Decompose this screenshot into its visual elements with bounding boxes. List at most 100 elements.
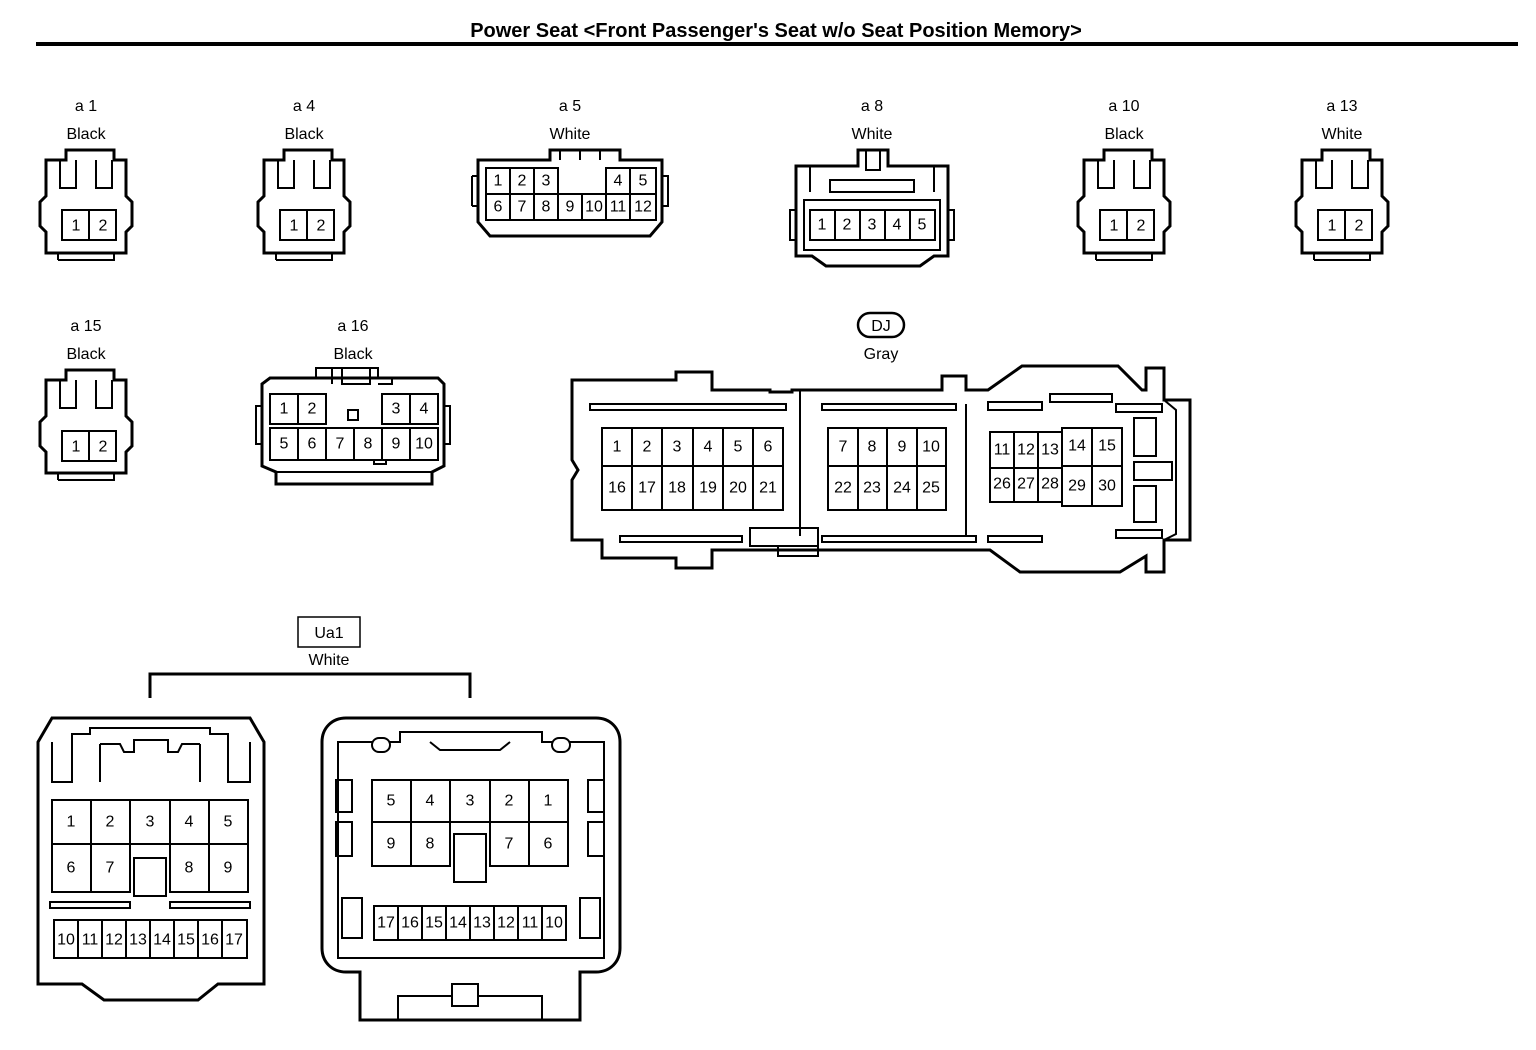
connector-ua1-left-key [133, 857, 167, 897]
connector-dj-pin: 15 [1098, 438, 1116, 455]
connector-a5-pin-grid [485, 167, 657, 221]
connector-ua1-left-pin: 16 [201, 932, 219, 949]
connector-a16-pin: 4 [420, 401, 429, 418]
connector-a15-code: a 15 [70, 318, 101, 335]
connector-dj-pin: 14 [1068, 438, 1086, 455]
connector-ua1-left-pin: 6 [67, 860, 76, 877]
connector-dj-pin: 25 [922, 480, 940, 497]
connector-dj: DJ Gray 1 2 3 4 5 6 7 8 9 10 11 12 13 14… [570, 311, 1192, 574]
connector-ua1-left-pin: 3 [146, 814, 155, 831]
connector-ua1-right-half: 5 4 3 2 1 9 8 7 6 17 16 15 14 13 12 11 1… [320, 716, 622, 1022]
connector-ua1-right-pin: 8 [426, 836, 435, 853]
connector-ua1-bracket [148, 672, 472, 698]
connector-ua1-left-half: 1 2 3 4 5 6 7 8 9 10 11 12 13 14 15 16 1… [36, 716, 266, 1002]
connector-ua1-right-pin: 13 [473, 915, 491, 932]
connector-ua1-right-pin: 17 [377, 915, 395, 932]
connector-a4-code: a 4 [293, 98, 315, 115]
connector-a13-latch [1313, 160, 1371, 261]
connector-dj-pin: 22 [834, 480, 852, 497]
connector-a8-pin: 1 [818, 217, 827, 234]
connector-a5: a 5 White 1 2 3 4 5 6 7 8 9 10 11 12 [471, 98, 669, 238]
connector-ua1-right-rib [335, 731, 605, 1020]
connector-a5-pin: 5 [639, 173, 648, 190]
connector-dj-pin: 19 [699, 480, 717, 497]
connector-a8-pin: 2 [843, 217, 852, 234]
connector-a1-color: Black [66, 126, 106, 143]
connector-dj-code: DJ [871, 318, 891, 335]
connector-dj-pin: 23 [863, 480, 881, 497]
connector-a8-housing [794, 148, 950, 268]
connector-ua1-left-pin-grid [51, 799, 249, 959]
connector-a16-pin: 5 [280, 436, 289, 453]
connector-dj-pin: 1 [613, 439, 622, 456]
connector-ua1-right-key [371, 737, 391, 753]
connector-ua1-left-pin: 4 [185, 814, 194, 831]
connector-dj-pin: 12 [1017, 442, 1035, 459]
connector-ua1-left-pin: 8 [185, 860, 194, 877]
connector-ua1-right-key [453, 833, 487, 883]
connector-a4-housing [256, 148, 352, 255]
connector-ua1-right-pin: 1 [544, 793, 553, 810]
connector-dj-pin: 4 [704, 439, 713, 456]
connector-a5-code: a 5 [559, 98, 581, 115]
connector-dj-pin: 27 [1017, 476, 1035, 493]
connector-a13-pin: 2 [1355, 218, 1364, 235]
connector-a5-pin: 2 [518, 173, 527, 190]
connector-dj-pin: 18 [668, 480, 686, 497]
connector-a8-code: a 8 [861, 98, 883, 115]
connector-ua1-left-pin: 15 [177, 932, 195, 949]
connector-ua1-left-pin: 5 [224, 814, 233, 831]
connector-ua1-right-pin: 3 [466, 793, 475, 810]
connector-ua1-left-pin: 1 [67, 814, 76, 831]
connector-a4-color: Black [284, 126, 324, 143]
connector-ua1-left-pin: 10 [57, 932, 75, 949]
connector-a13: a 13 White 1 2 [1294, 98, 1390, 261]
connector-dj-pin: 3 [673, 439, 682, 456]
connector-a1-code: a 1 [75, 98, 97, 115]
connector-a4-latch [275, 160, 333, 261]
connector-a10-pin: 2 [1137, 218, 1146, 235]
connector-ua1-right-pin: 9 [387, 836, 396, 853]
connector-a13-housing [1294, 148, 1390, 255]
connector-dj-pin: 5 [734, 439, 743, 456]
connector-ua1-right-pin: 7 [505, 836, 514, 853]
connector-a16-pin: 3 [392, 401, 401, 418]
connector-a16-pin: 8 [364, 436, 373, 453]
connector-ua1-right-key [551, 737, 571, 753]
connector-dj-pin: 29 [1068, 478, 1086, 495]
connector-a1-pin: 1 [72, 218, 81, 235]
connector-ua1-right-pin: 15 [425, 915, 443, 932]
connector-a16-pin-grid [269, 393, 439, 461]
connector-ua1-right-pin: 12 [497, 915, 515, 932]
connector-ua1-code-box [297, 616, 361, 648]
connector-ua1-right-pin: 16 [401, 915, 419, 932]
connector-a5-pin: 10 [585, 199, 603, 216]
connector-a16-pin: 7 [336, 436, 345, 453]
connector-a16-code: a 16 [337, 318, 368, 335]
connector-ua1-left-pin: 11 [82, 932, 99, 949]
connector-a16-pin: 6 [308, 436, 317, 453]
connector-ua1-right-pin: 10 [545, 915, 563, 932]
connector-dj-color: Gray [864, 346, 899, 363]
connector-a5-pin: 12 [634, 199, 652, 216]
connector-dj-pin: 21 [759, 480, 777, 497]
connector-a8-pin: 3 [868, 217, 877, 234]
connector-dj-pin: 13 [1041, 442, 1059, 459]
connector-dj-pin: 2 [643, 439, 652, 456]
connector-ua1-code: Ua1 [314, 625, 343, 642]
connector-a5-pin: 3 [542, 173, 551, 190]
connector-a13-color: White [1322, 126, 1363, 143]
connector-dj-pin: 8 [868, 439, 877, 456]
connector-a8-rib [789, 150, 955, 251]
connector-a5-color: White [550, 126, 591, 143]
connector-ua1-right-pin: 11 [522, 915, 539, 932]
connector-dj-pin-grid [601, 427, 1123, 511]
connector-a10-pin: 1 [1110, 218, 1119, 235]
connector-dj-housing [570, 364, 1192, 574]
connector-a1: a 1 Black 1 2 [38, 98, 134, 261]
connector-a5-pin: 11 [610, 199, 627, 216]
connector-a5-pin: 9 [566, 199, 575, 216]
connector-dj-pin: 16 [608, 480, 626, 497]
connector-a5-pin: 8 [542, 199, 551, 216]
connector-dj-rib [589, 390, 1177, 557]
